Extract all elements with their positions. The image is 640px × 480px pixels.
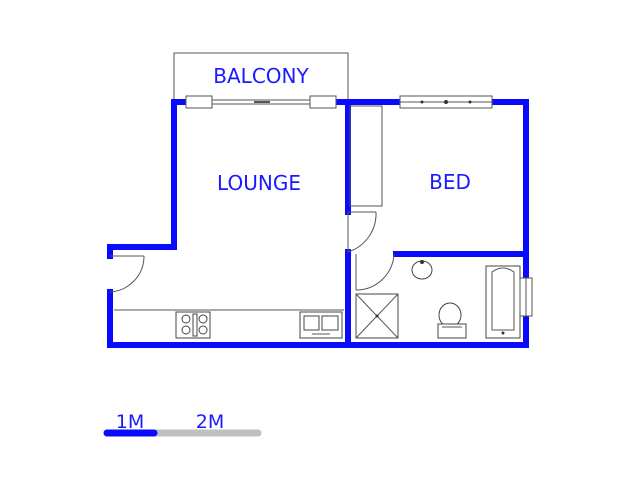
room-label-lounge: LOUNGE: [217, 171, 301, 195]
bathtub: [485, 265, 521, 339]
scale-label-1m: 1M: [116, 411, 144, 433]
room-label-balcony: BALCONY: [213, 64, 309, 88]
bedroom-door: [347, 211, 377, 253]
basin: [411, 260, 433, 280]
scale-label-2m: 2M: [196, 411, 224, 433]
bathroom-window: [519, 277, 533, 317]
shower: [355, 293, 399, 339]
bathroom-door: [355, 253, 395, 291]
toilet: [437, 302, 467, 339]
balcony-sliding-door: [185, 95, 337, 109]
room-label-bed: BED: [429, 170, 471, 194]
bed-closet: [349, 105, 383, 207]
walls: [107, 99, 529, 348]
entrance-door: [109, 255, 145, 293]
scale-bar: 1M 2M: [103, 411, 262, 437]
bed-window: [399, 95, 493, 109]
kitchen-counter: [114, 309, 344, 339]
